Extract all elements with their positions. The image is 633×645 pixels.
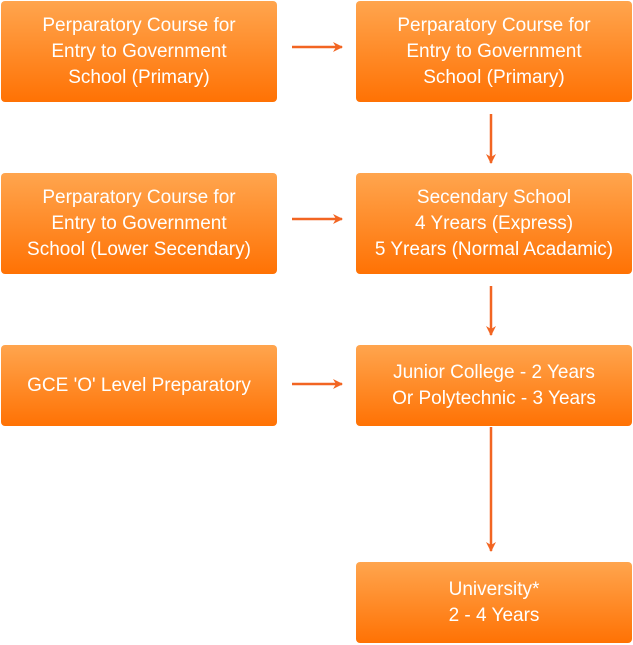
box-university: University* 2 - 4 Years <box>356 562 632 643</box>
box-prep-lower-secondary: Perparatory Course for Entry to Governme… <box>1 173 277 274</box>
box-junior-college: Junior College - 2 Years Or Polytechnic … <box>356 345 632 426</box>
box-secondary-school: Secendary School 4 Yrears (Express) 5 Yr… <box>356 173 632 274</box>
box-prep-primary-left: Perparatory Course for Entry to Governme… <box>1 1 277 102</box>
box-prep-primary-right: Perparatory Course for Entry to Governme… <box>356 1 632 102</box>
box-gce-o-level: GCE 'O' Level Preparatory <box>1 345 277 426</box>
